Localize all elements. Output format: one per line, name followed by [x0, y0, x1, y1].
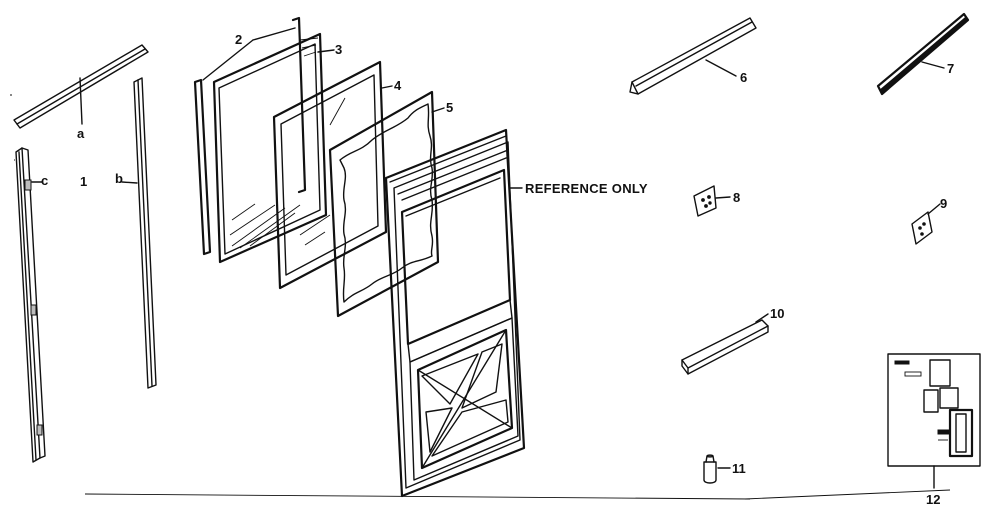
part-c-hinge-jamb — [15, 147, 46, 463]
label-4: 4 — [394, 78, 402, 93]
part-6-drip-cap — [629, 17, 757, 95]
label-1: 1 — [80, 174, 87, 189]
baseline-rule — [10, 94, 951, 500]
part-b-latch-jamb — [121, 77, 157, 389]
part-labels: a b c 1 2 3 4 5 6 7 8 9 10 11 12 REFEREN… — [41, 32, 954, 507]
part-5-decorative-grille — [328, 90, 445, 318]
label-8: 8 — [733, 190, 740, 205]
part-4-screen-frame — [272, 60, 393, 290]
part-10-shim-block — [681, 313, 769, 375]
part-11-paint-bottle — [703, 454, 731, 484]
label-11: 11 — [732, 461, 746, 476]
part-2-retainer-strips — [193, 16, 307, 256]
label-a: a — [77, 126, 85, 141]
label-b: b — [115, 171, 123, 186]
part-8-bracket — [693, 185, 731, 217]
label-10: 10 — [770, 306, 784, 321]
part-3-glass-panel — [212, 32, 335, 264]
label-9: 9 — [940, 196, 947, 211]
label-5: 5 — [446, 100, 453, 115]
label-3: 3 — [335, 42, 342, 57]
part-12-instruction-sheet — [887, 353, 981, 489]
label-2: 2 — [235, 32, 242, 47]
label-12: 12 — [926, 492, 940, 507]
part-1-door-frame — [384, 128, 526, 498]
part-9-strike-plate — [911, 203, 941, 245]
label-c: c — [41, 173, 48, 188]
label-6: 6 — [740, 70, 747, 85]
part-7-sweep — [876, 12, 970, 96]
label-7: 7 — [947, 61, 954, 76]
reference-only-note: REFERENCE ONLY — [525, 181, 648, 196]
part-a-top-rail — [13, 44, 149, 129]
